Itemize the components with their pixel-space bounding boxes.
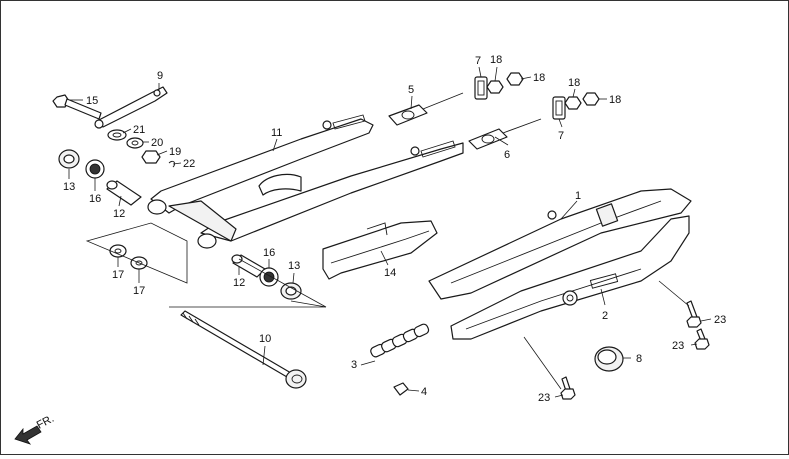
callout-2: 2	[602, 310, 608, 322]
callout-19: 19	[169, 146, 181, 158]
swingarm-part	[147, 114, 464, 249]
master-link-clip-part	[393, 382, 409, 396]
front-direction-label: FR.	[35, 413, 56, 432]
adjuster-plate-lower-part	[552, 96, 566, 120]
callout-11: 11	[271, 127, 282, 139]
chain-guide-part	[322, 220, 438, 280]
left-seal-part	[58, 149, 80, 169]
chain-adjuster-right-part	[468, 118, 542, 150]
callout-3: 3	[351, 359, 357, 371]
case-bolts-part	[560, 300, 710, 400]
brake-stay-part	[94, 86, 168, 129]
callout-7-lower: 7	[558, 130, 564, 142]
front-direction-arrow-icon	[14, 425, 42, 445]
chain-part	[370, 323, 430, 358]
adjuster-plate-upper-part	[474, 76, 488, 100]
callout-13-right: 13	[288, 260, 300, 272]
cap-part	[594, 346, 624, 372]
callout-7-upper: 7	[475, 55, 481, 67]
callout-16-right: 16	[263, 247, 275, 259]
lower-chain-case-part	[450, 215, 690, 340]
callout-12-right: 12	[233, 277, 245, 289]
callout-labels: 1 2 3 4 5 6 7 7 8 9 10 11 12 12 13 13 14…	[63, 54, 726, 404]
callout-8: 8	[636, 353, 642, 365]
callout-17-upper: 17	[112, 269, 124, 281]
callout-18-a: 18	[490, 54, 502, 66]
callout-18-d: 18	[609, 94, 621, 106]
callout-18-b: 18	[533, 72, 545, 84]
assembly-guide-lines	[85, 222, 690, 390]
callout-1: 1	[575, 190, 581, 202]
callout-9: 9	[157, 70, 163, 82]
callout-22: 22	[183, 158, 195, 170]
chain-adjuster-left-part	[388, 92, 464, 126]
callout-12-left: 12	[113, 208, 125, 220]
callout-16-left: 16	[89, 193, 101, 205]
callout-23-lower: 23	[538, 392, 550, 404]
callout-18-c: 18	[568, 77, 580, 89]
callout-17-lower: 17	[133, 285, 145, 297]
left-bearing-part	[85, 159, 105, 179]
callout-20: 20	[151, 137, 163, 149]
callout-5: 5	[408, 84, 414, 96]
callout-4: 4	[421, 386, 427, 398]
right-seal-part	[280, 282, 302, 300]
callout-leaders	[68, 66, 712, 398]
adjuster-nuts-part	[486, 72, 600, 110]
brake-stay-bolt-part	[52, 94, 102, 120]
callout-15: 15	[86, 95, 98, 107]
callout-10: 10	[259, 333, 271, 345]
right-bearing-part	[259, 267, 279, 287]
callout-23-upper: 23	[714, 314, 726, 326]
spacers-part	[109, 244, 148, 270]
callout-21: 21	[133, 124, 145, 136]
washers-part	[107, 129, 176, 168]
callout-23-middle: 23	[672, 340, 684, 352]
callout-6: 6	[504, 149, 510, 161]
pivot-bolt-part	[180, 310, 307, 389]
left-collar-part	[106, 180, 142, 206]
callout-13-left: 13	[63, 181, 75, 193]
callout-14: 14	[384, 267, 396, 279]
chain-case-part	[428, 188, 692, 300]
